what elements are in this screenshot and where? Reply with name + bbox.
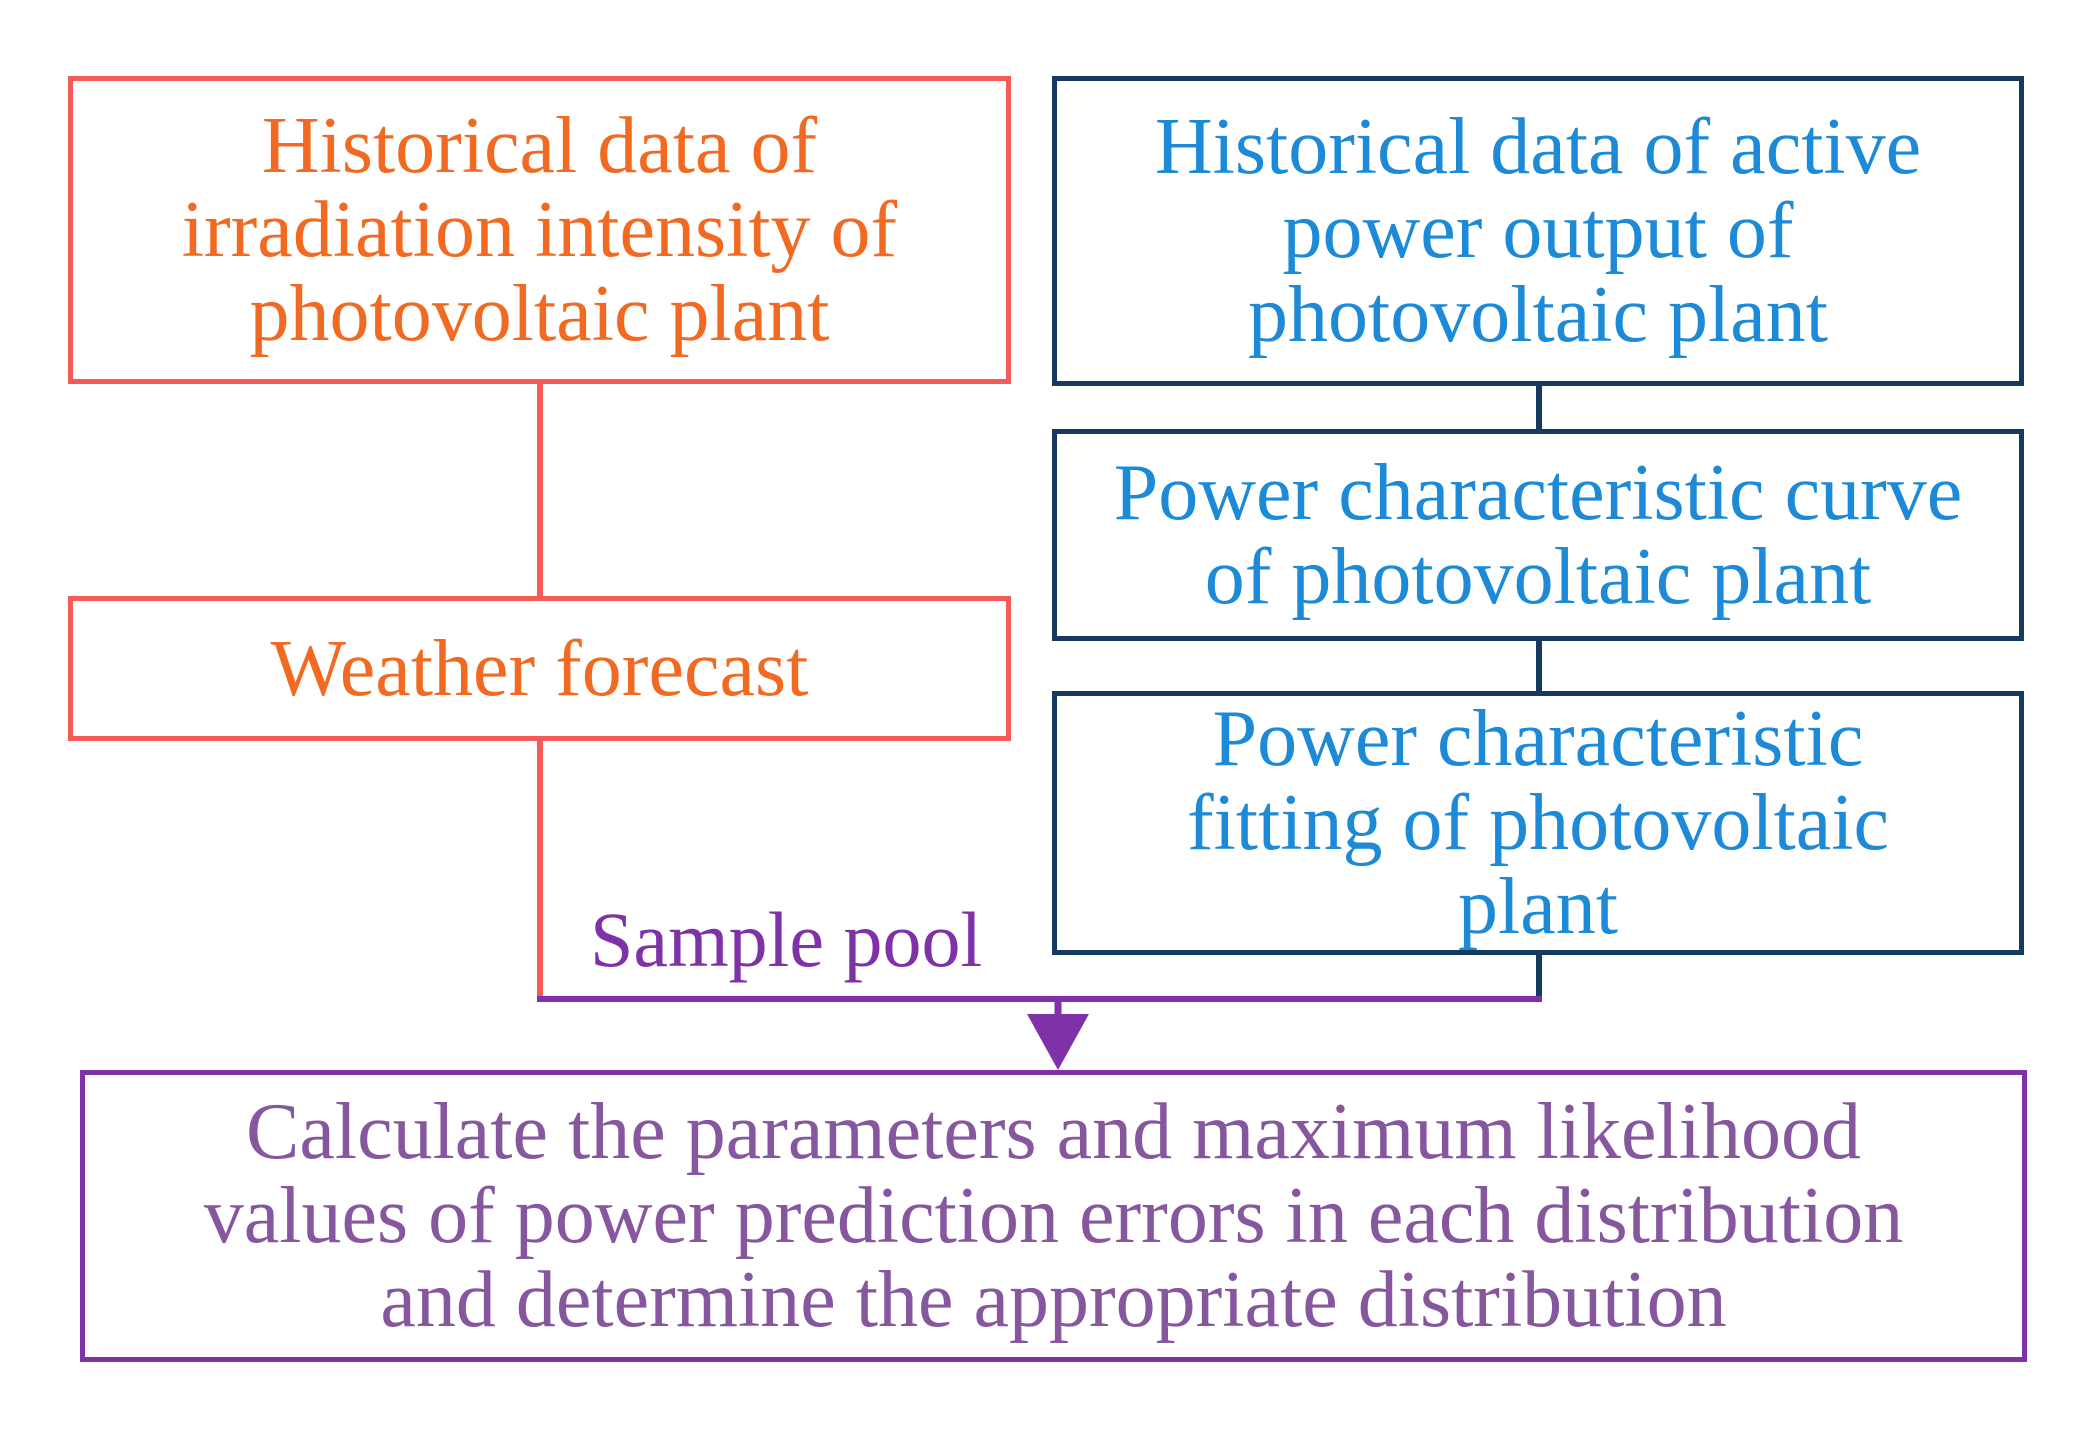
active-power-history-line-3: photovoltaic plant: [1248, 271, 1828, 359]
power-characteristic-fitting-box: Power characteristic fitting of photovol…: [1052, 691, 2024, 955]
irradiation-history-line-1: Historical data of: [261, 102, 818, 190]
weather-forecast-label: Weather forecast: [270, 624, 809, 713]
weather-forecast-box: Weather forecast: [68, 596, 1011, 741]
irradiation-history-line-3: photovoltaic plant: [249, 270, 830, 358]
irradiation-history-line-2: irradiation intensity of: [181, 186, 898, 274]
arrow-down-icon: [1027, 1014, 1089, 1070]
power-fitting-line-1: Power characteristic: [1212, 695, 1864, 783]
active-power-history-line-2: power output of: [1282, 187, 1794, 275]
calculate-line-3: and determine the appropriate distributi…: [380, 1256, 1727, 1344]
power-curve-line-1: Power characteristic curve: [1113, 449, 1963, 537]
power-fitting-line-3: plant: [1458, 863, 1618, 951]
active-power-history-box: Historical data of active power output o…: [1052, 76, 2024, 386]
power-curve-line-2: of photovoltaic plant: [1204, 533, 1872, 621]
calculate-line-1: Calculate the parameters and maximum lik…: [245, 1088, 1862, 1176]
irradiation-history-box: Historical data of irradiation intensity…: [68, 76, 1011, 384]
power-characteristic-curve-box: Power characteristic curve of photovolta…: [1052, 429, 2024, 641]
active-power-history-line-1: Historical data of active: [1154, 103, 1922, 191]
power-fitting-line-2: fitting of photovoltaic: [1186, 779, 1890, 867]
calculate-distribution-box: Calculate the parameters and maximum lik…: [80, 1070, 2027, 1362]
sample-pool-label: Sample pool: [590, 896, 983, 983]
calculate-line-2: values of power prediction errors in eac…: [203, 1172, 1904, 1260]
